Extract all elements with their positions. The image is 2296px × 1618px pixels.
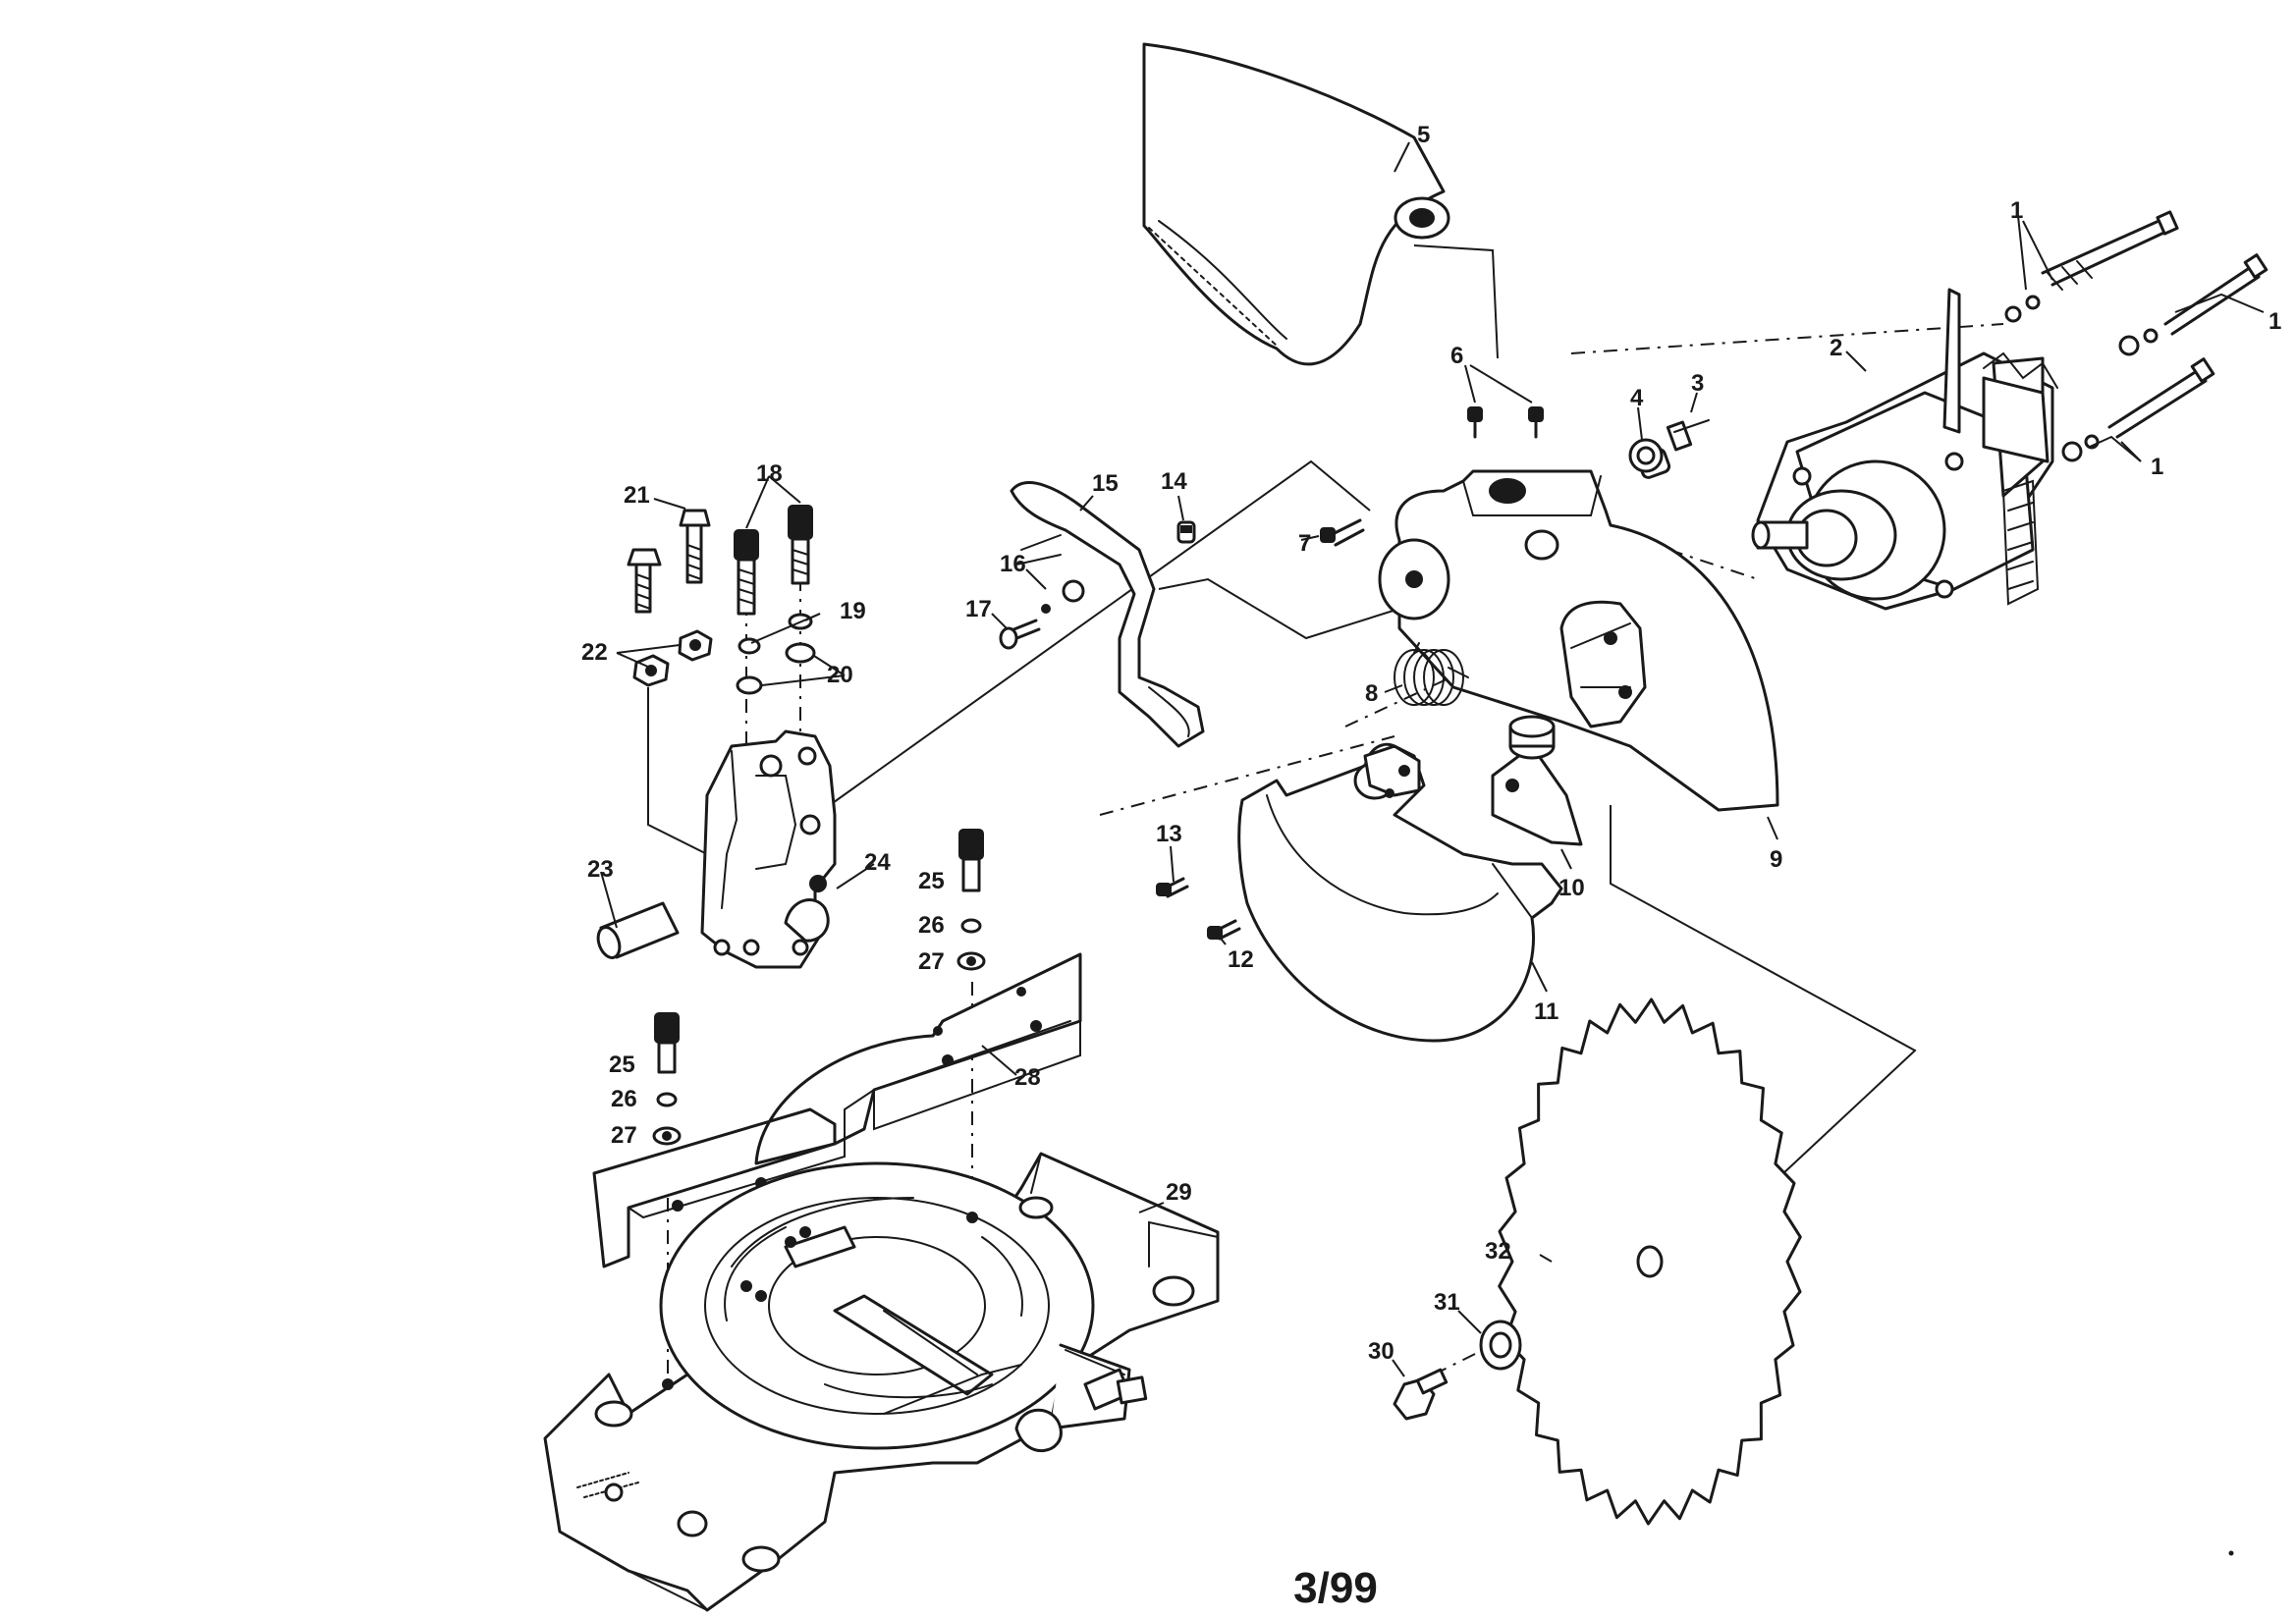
- motor-bolts: [2004, 210, 2269, 462]
- guard-link: [1010, 481, 1205, 748]
- callout-4: 4: [1630, 385, 1644, 411]
- callout-13: 13: [1156, 821, 1182, 847]
- callout-19: 19: [840, 598, 866, 624]
- callout-32: 32: [1485, 1238, 1511, 1265]
- dust-bag: [1142, 42, 1450, 366]
- callout-6: 6: [1450, 343, 1463, 369]
- spring: [1394, 642, 1469, 706]
- lower-guard: [1237, 742, 1563, 1043]
- fence-bolt-set-lower: [652, 1012, 682, 1146]
- callout-1-right: 1: [2269, 308, 2281, 335]
- callout-9: 9: [1770, 846, 1782, 873]
- upper-guard: [1378, 469, 1779, 812]
- callout-15: 15: [1092, 470, 1119, 497]
- callout-23: 23: [587, 856, 614, 883]
- callout-30: 30: [1368, 1338, 1394, 1365]
- callout-5: 5: [1417, 122, 1430, 148]
- callout-leaders: [600, 141, 2265, 1377]
- callout-11: 11: [1534, 998, 1558, 1025]
- callout-27-upper: 27: [918, 948, 945, 975]
- callout-22: 22: [581, 639, 608, 666]
- guard-screws: [1156, 877, 1241, 941]
- callout-1-top: 1: [2010, 197, 2023, 224]
- callout-26-lower: 26: [611, 1086, 637, 1112]
- callout-29: 29: [1166, 1179, 1192, 1206]
- page-revision-code: 3/99: [1293, 1564, 1378, 1612]
- callout-27-lower: 27: [611, 1122, 637, 1149]
- callout-21: 21: [624, 482, 650, 509]
- fence: [592, 952, 1082, 1268]
- callout-3: 3: [1691, 370, 1704, 397]
- callout-10: 10: [1558, 875, 1585, 901]
- arbor-bolt-and-washer: [1393, 1320, 1522, 1421]
- dust-elbow: [1491, 715, 1583, 846]
- fence-bolt-set-upper: [957, 829, 986, 971]
- callout-17: 17: [965, 596, 992, 622]
- bolt-and-nut: [1628, 419, 1710, 479]
- callout-26-upper: 26: [918, 912, 945, 939]
- base-and-turntable: [543, 1152, 1220, 1612]
- callout-31: 31: [1434, 1289, 1460, 1316]
- callout-1-lower: 1: [2151, 454, 2163, 480]
- pivot-bracket: [700, 729, 837, 969]
- callout-20: 20: [827, 662, 853, 688]
- callout-16: 16: [1000, 551, 1026, 577]
- small-screws: [1320, 406, 1544, 547]
- callout-25-upper: 25: [918, 868, 945, 894]
- callout-8: 8: [1365, 680, 1378, 707]
- callout-18: 18: [756, 460, 783, 487]
- callout-24: 24: [864, 849, 891, 876]
- bracket-fasteners: [627, 505, 816, 695]
- saw-blade: [1498, 998, 1802, 1526]
- motor-assembly: [1751, 288, 2058, 611]
- callout-12: 12: [1228, 946, 1254, 973]
- stray-dot: [2228, 1550, 2234, 1556]
- link-hardware: [999, 520, 1196, 650]
- callout-28: 28: [1014, 1064, 1041, 1091]
- callout-25-lower: 25: [609, 1052, 635, 1078]
- callout-7: 7: [1298, 530, 1311, 557]
- callout-labels: 1 1 1 2 3 4 5 6 7 8 9 10 11 12 13 14 15 …: [581, 122, 2281, 1365]
- pivot-pin: [596, 901, 680, 959]
- callout-14: 14: [1161, 468, 1187, 495]
- callout-2: 2: [1830, 335, 1842, 361]
